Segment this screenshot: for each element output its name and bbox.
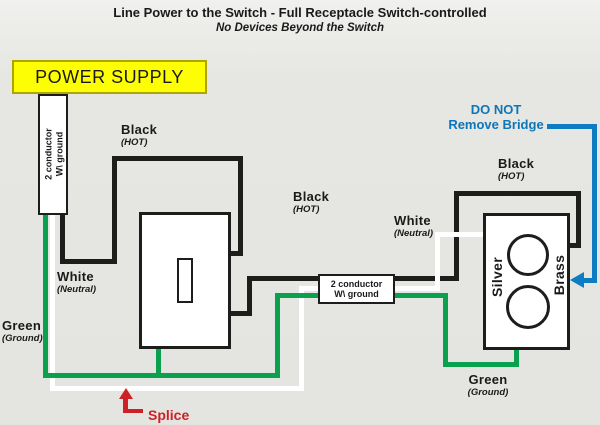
black-wire-ps-bottom	[60, 259, 117, 264]
black-wire-switch-rise	[247, 276, 252, 316]
green-wire-recep-bottom-run	[443, 362, 519, 367]
black-wire-recep-top-run	[454, 191, 581, 196]
receptacle-hole-bottom	[506, 285, 550, 329]
power-supply-box: POWER SUPPLY	[12, 60, 207, 94]
splice-arrow-icon	[119, 388, 133, 399]
white-wire-silver-terminal	[435, 232, 485, 237]
black-wire-to-switch-drop	[238, 156, 243, 256]
splice-arrow-shaft	[123, 397, 128, 412]
wire-label-black-hot-1: Black (HOT)	[121, 122, 158, 148]
white-wire-mid-rise	[299, 286, 304, 391]
wire-label-white-neutral-2: White (Neutral)	[394, 213, 434, 239]
black-wire-switch-top-terminal	[228, 251, 243, 256]
receptacle-silver-label: Silver	[489, 257, 505, 297]
mid-cable-label: 2 conductor W\ ground	[330, 278, 383, 300]
receptacle-brass-label: Brass	[551, 254, 567, 296]
wire-label-black-hot-3: Black (HOT)	[498, 156, 535, 182]
wire-label-green-ground-2: Green (Ground)	[467, 372, 509, 398]
supply-cable-label: 2 conductor W\ ground	[43, 128, 65, 180]
splice-label: Splice	[148, 407, 190, 423]
diagram-title: Line Power to the Switch - Full Receptac…	[113, 5, 487, 20]
white-wire-bottom-run	[50, 386, 304, 391]
green-wire-ps-drop	[43, 210, 48, 378]
supply-cable-box	[38, 94, 68, 215]
splice-arrow-foot	[123, 409, 143, 413]
black-wire-ps-drop	[60, 210, 65, 264]
wire-label-white-neutral-1: White (Neutral)	[57, 269, 97, 295]
green-wire-recep-terminal	[514, 346, 519, 367]
green-wire-recep-drop	[443, 293, 448, 367]
blue-bridge-line-top	[547, 124, 597, 129]
green-wire-mid-rise	[275, 293, 280, 378]
blue-bridge-line-foot	[582, 278, 597, 283]
black-wire-recep-drop	[576, 191, 581, 248]
green-wire-switch-branch	[156, 347, 161, 378]
do-not-remove-bridge-note: DO NOT Remove Bridge	[448, 102, 544, 132]
switch-toggle	[177, 258, 193, 303]
bridge-arrow-icon	[570, 272, 584, 288]
diagram-subtitle: No Devices Beyond the Switch	[215, 22, 385, 34]
wire-label-green-ground-1: Green (Ground)	[2, 318, 43, 344]
wire-label-black-hot-2: Black (HOT)	[293, 189, 330, 215]
black-wire-ps-top-run	[112, 156, 243, 161]
black-wire-brass-terminal	[568, 243, 581, 248]
black-wire-ps-rise	[112, 156, 117, 264]
white-wire-recep-rise	[435, 232, 440, 291]
mid-cable-box: 2 conductor W\ ground	[318, 274, 395, 304]
white-wire-ps-drop	[50, 210, 55, 391]
blue-bridge-line-drop	[592, 124, 597, 283]
green-wire-bottom-run	[43, 373, 280, 378]
black-wire-switch-bottom-terminal	[228, 311, 252, 316]
receptacle-hole-top	[507, 234, 549, 276]
